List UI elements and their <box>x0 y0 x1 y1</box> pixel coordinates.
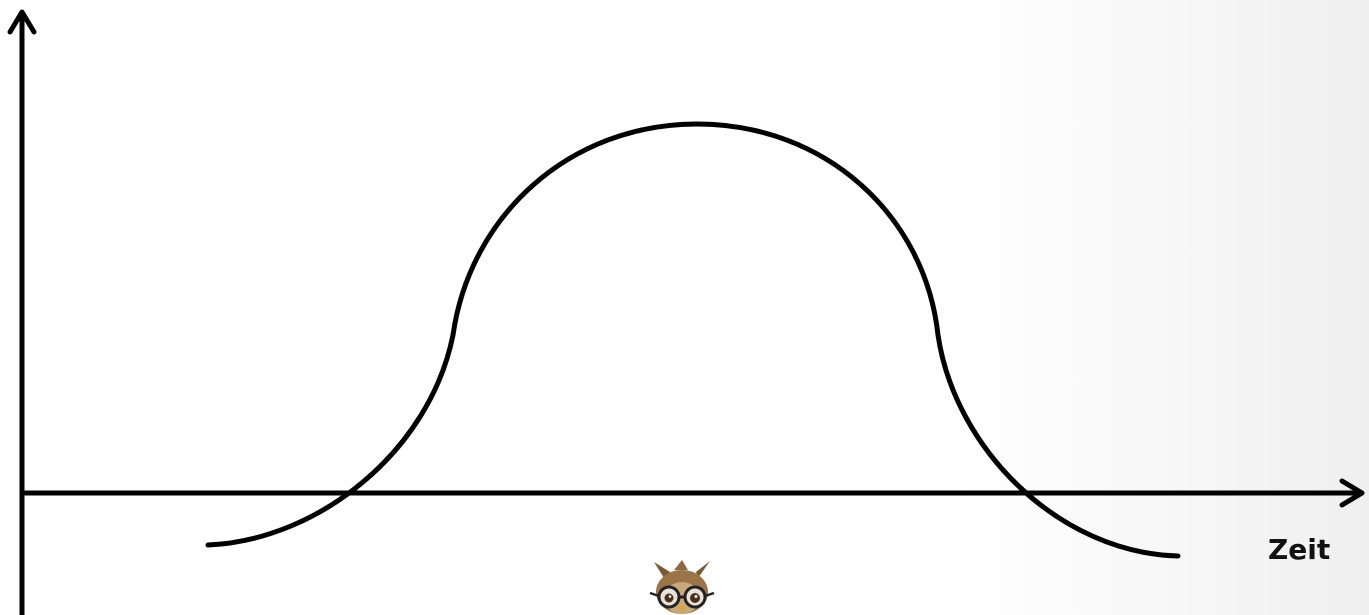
x-axis-arrowhead <box>1339 478 1365 508</box>
x-axis-label: Zeit <box>1268 533 1331 566</box>
y-axis-arrowhead <box>7 9 37 35</box>
bell-curve <box>205 121 1181 559</box>
owl-mascot-icon <box>649 560 715 614</box>
